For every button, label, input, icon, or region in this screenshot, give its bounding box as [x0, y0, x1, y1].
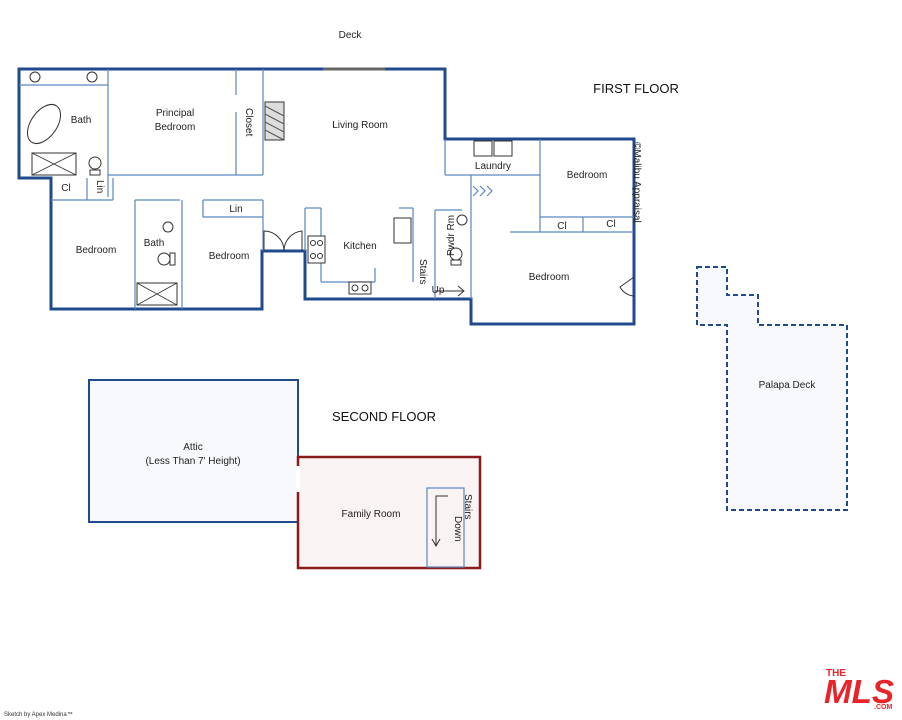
- fireplace-icon: [264, 101, 285, 141]
- bathtub-icon: [26, 103, 62, 145]
- room-bedroom-mid: Bedroom: [209, 251, 250, 262]
- room-bath-2: Bath: [144, 238, 165, 249]
- toilet-icon: [157, 252, 171, 266]
- svg-text:MLS: MLS: [824, 673, 894, 710]
- room-bedroom-ne: Bedroom: [567, 170, 608, 181]
- washer-icon: [473, 140, 493, 157]
- room-cl-3: Cl: [606, 219, 615, 230]
- room-lin-2: Lin: [229, 204, 242, 215]
- room-principal-bedroom-line1: Principal: [156, 108, 194, 119]
- room-kitchen: Kitchen: [343, 241, 376, 252]
- sink-icon: [162, 221, 174, 233]
- room-living-room: Living Room: [332, 120, 388, 131]
- room-cl-1: Cl: [61, 183, 70, 194]
- stairs-down-arrow-icon: [431, 495, 448, 548]
- svg-text:THE: THE: [826, 668, 846, 679]
- toilet-icon: [88, 156, 102, 170]
- copyright-label: ©Malibu Appraisal: [631, 142, 642, 223]
- room-laundry: Laundry: [475, 161, 511, 172]
- room-cl-2: Cl: [557, 221, 566, 232]
- up-label: Up: [432, 285, 445, 296]
- room-bath-principal: Bath: [71, 115, 92, 126]
- attic-outline: [88, 379, 299, 523]
- stairs-label-2: Stairs: [462, 494, 473, 520]
- stairs-label: Stairs: [417, 259, 428, 285]
- deck-label: Deck: [339, 30, 363, 41]
- palapa-deck-outline: [696, 266, 848, 511]
- first-floor-title: FIRST FLOOR: [593, 81, 679, 96]
- sink-icon: [86, 71, 98, 83]
- stove-icon: [307, 235, 326, 264]
- family-room-label: Family Room: [342, 509, 401, 520]
- family-room-outline: [296, 455, 482, 570]
- first-floor: Deck FIRST FLOOR ©Malibu Appraisal Bath …: [17, 30, 679, 326]
- double-door-icon: [263, 230, 303, 252]
- sink-icon: [29, 71, 41, 83]
- room-closet: Closet: [243, 108, 254, 137]
- second-floor-title: SECOND FLOOR: [332, 409, 436, 424]
- first-floor-outline: [17, 67, 636, 326]
- stairs-up-arrow-icon: [435, 285, 465, 297]
- attic-label-line1: Attic: [183, 442, 202, 453]
- svg-text:.COM: .COM: [874, 704, 892, 711]
- palapa-deck-label: Palapa Deck: [759, 380, 817, 391]
- stairwell: [426, 487, 465, 568]
- down-label: Down: [452, 516, 463, 542]
- room-principal-bedroom-line2: Bedroom: [155, 122, 196, 133]
- room-lin-1: Lin: [94, 180, 105, 193]
- interior-walls: [19, 69, 634, 309]
- fridge-icon: [393, 217, 412, 244]
- attic-label-line2: (Less Than 7' Height): [145, 456, 240, 467]
- room-bedroom-se: Bedroom: [529, 272, 570, 283]
- door-icon: [619, 276, 635, 297]
- palapa-deck: Palapa Deck: [696, 266, 848, 511]
- sink-icon: [456, 214, 468, 226]
- the-mls-logo: THE MLS .COM: [824, 668, 894, 711]
- dryer-icon: [493, 140, 513, 157]
- sketch-credit: Sketch by Apex Medina™: [4, 711, 73, 718]
- room-pwdr-rm: Pwdr Rm: [446, 215, 457, 256]
- fixtures: [26, 67, 635, 306]
- room-bedroom-w: Bedroom: [76, 245, 117, 256]
- second-floor: SECOND FLOOR Attic (Less Than 7' Height)…: [88, 379, 482, 570]
- steps-icon: [472, 185, 493, 197]
